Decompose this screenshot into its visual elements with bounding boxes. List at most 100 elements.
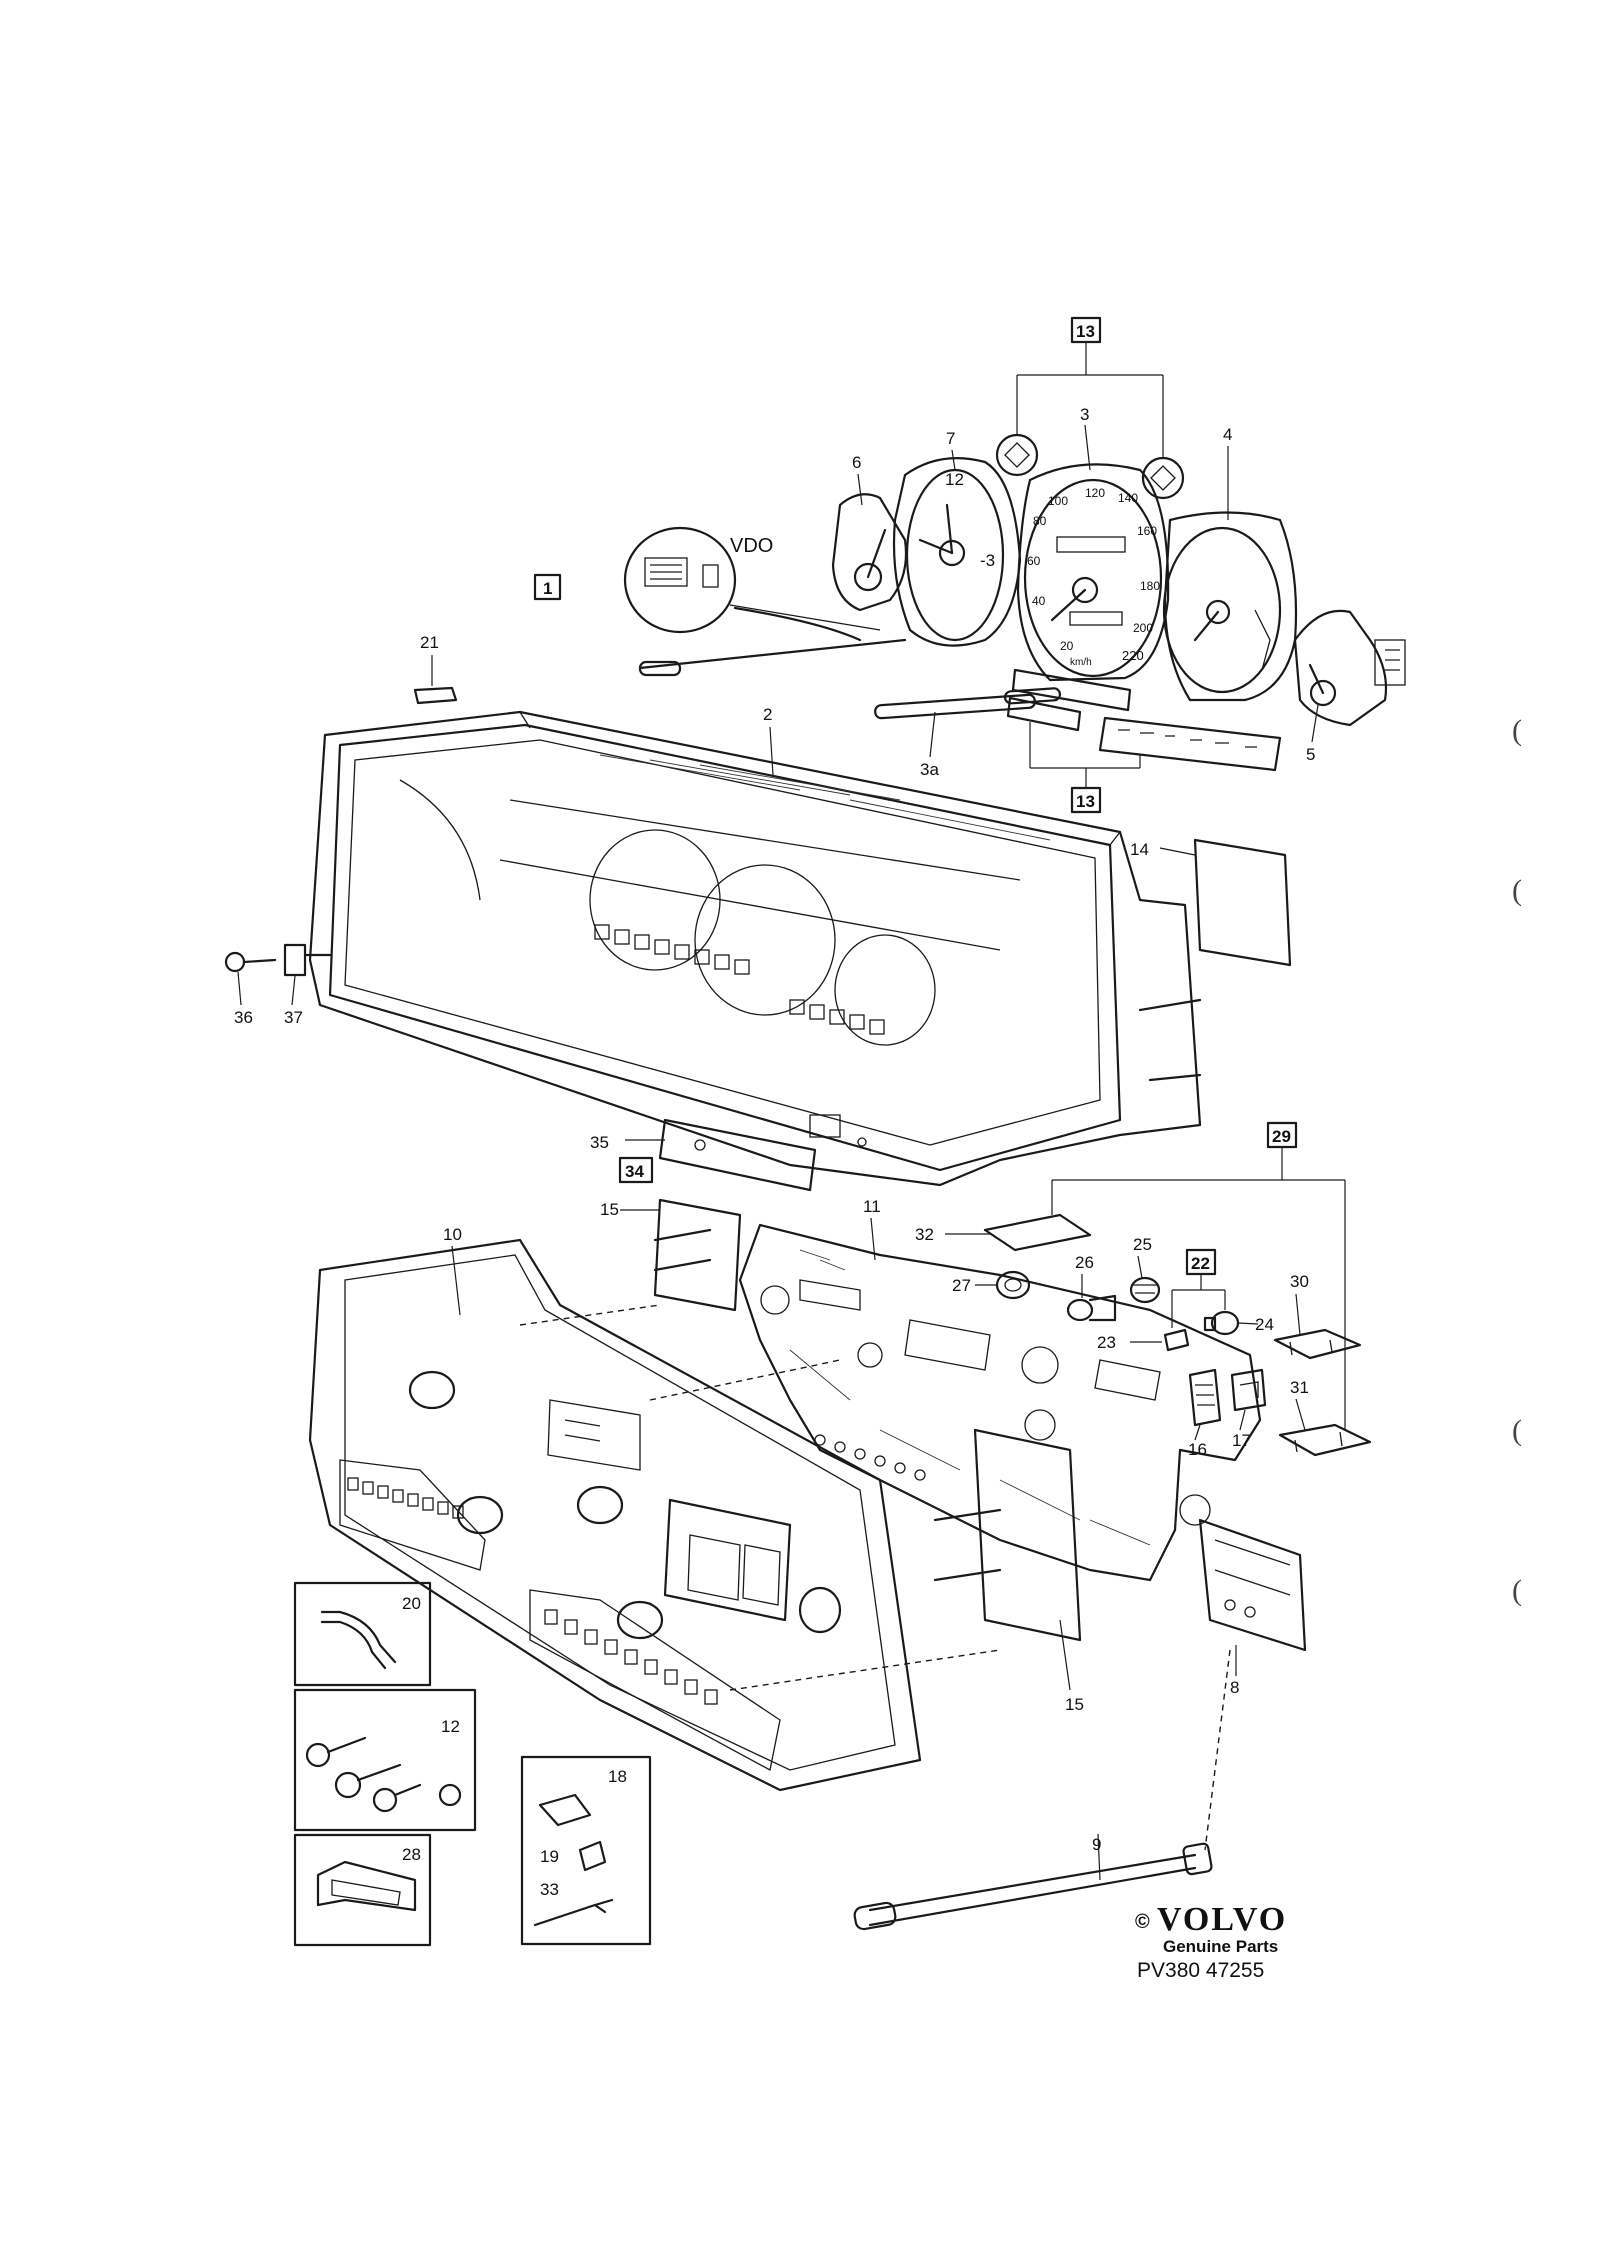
rear-connector-left: [339, 1459, 486, 1571]
label-14: 14: [1130, 840, 1149, 859]
label-3a: 3a: [920, 760, 939, 779]
label-6: 6: [852, 453, 861, 472]
gauge-4-tachometer: [1162, 511, 1298, 702]
vdo-inset: VDO: [623, 526, 881, 634]
label-36: 36: [234, 1008, 253, 1027]
label-12: 12: [441, 1717, 460, 1736]
speedo-80: 80: [1033, 514, 1047, 528]
margin-marks: ( ( ( (: [1512, 714, 1522, 1607]
label-19: 19: [540, 1847, 559, 1866]
speedo-100: 100: [1048, 494, 1068, 508]
rear-housing-10: [308, 1238, 1001, 1792]
label-18: 18: [608, 1767, 627, 1786]
speedo-unit: km/h: [1070, 657, 1092, 668]
genuine-parts-text: Genuine Parts: [1163, 1937, 1278, 1956]
label-9: 9: [1092, 1835, 1101, 1854]
vdo-label: VDO: [730, 535, 773, 557]
warning-light-strip: [1098, 716, 1282, 772]
volvo-brand-block: © VOLVO Genuine Parts PV380 47255: [1135, 1901, 1287, 1982]
ref-13-mid-group: 13: [1029, 722, 1141, 814]
label-4: 4: [1223, 425, 1232, 444]
gauge-6: [831, 493, 908, 612]
trip-counter-window: [1069, 611, 1123, 626]
label-27: 27: [952, 1276, 971, 1295]
box-parts-18-19-33: [520, 1755, 652, 1946]
margin-mark-4: (: [1512, 1574, 1522, 1607]
label-23: 23: [1097, 1333, 1116, 1352]
label-8: 8: [1230, 1678, 1239, 1697]
rear-connector-right: [529, 1589, 781, 1771]
speedo-120: 120: [1085, 486, 1105, 500]
part-32-clip: [983, 1213, 1092, 1252]
label-35: 35: [590, 1133, 609, 1152]
screw-36-clip-37: [224, 943, 332, 977]
volvo-logo-text: VOLVO: [1157, 1901, 1287, 1938]
gauge-7-clock: 12 -3: [892, 457, 1022, 647]
box-part-12-screws: [293, 1688, 477, 1832]
clock-numeral-12: 12: [945, 470, 964, 489]
box-part-20: [293, 1581, 432, 1687]
label-11: 11: [863, 1197, 881, 1216]
speedo-140: 140: [1118, 491, 1138, 505]
speedo-220: 220: [1122, 648, 1144, 663]
ref-13-mid: 13: [1076, 792, 1095, 811]
gauge-5: [1293, 609, 1406, 727]
gauge-assembly: 12 -3 100 120 140 160 180 200 220 80 60 …: [623, 433, 1406, 772]
label-16: 16: [1188, 1440, 1207, 1459]
ref-box-13-mid: [1070, 786, 1102, 814]
part-9-cable: [853, 1842, 1213, 1931]
box-part-28: [293, 1833, 432, 1947]
part-35-strip: [625, 1118, 817, 1192]
housing-2: [308, 710, 1202, 1187]
part-15-bottom: [973, 1428, 1082, 1642]
speedo-200: 200: [1133, 621, 1153, 635]
speedo-60: 60: [1027, 554, 1041, 568]
ref-13-top-group: 13: [1016, 316, 1164, 458]
part-17: [1230, 1368, 1267, 1412]
label-5: 5: [1306, 745, 1315, 764]
label-31: 31: [1290, 1378, 1309, 1397]
gauge-3-speedometer: 100 120 140 160 180 200 220 80 60 40 20 …: [1016, 463, 1170, 682]
label-17: 17: [1232, 1431, 1251, 1450]
margin-mark-3: (: [1512, 1414, 1522, 1447]
ref-box-1: [533, 573, 562, 601]
speedo-20: 20: [1060, 639, 1074, 653]
part-27-holder: [975, 1270, 1031, 1300]
part-31-clip: [1278, 1423, 1372, 1457]
part-labels: 2 3 3a 4 5 6 7 8 9 10 11 12 14 15 15 16 …: [234, 405, 1315, 1899]
part-24-holder: [1203, 1310, 1240, 1336]
label-7: 7: [946, 429, 955, 448]
label-3: 3: [1080, 405, 1089, 424]
label-2: 2: [763, 705, 772, 724]
label-24: 24: [1255, 1315, 1274, 1334]
housing-indicator-row: [594, 924, 885, 1035]
part-14-panel: [1193, 838, 1292, 967]
ref-22-group: 22: [1171, 1248, 1226, 1328]
part-23-bulb: [1130, 1328, 1190, 1352]
label-15-top: 15: [600, 1200, 619, 1219]
printed-circuit-11: [738, 1223, 1262, 1582]
label-leaders: [237, 424, 1319, 1881]
ref-box-34: [618, 1156, 654, 1184]
label-28: 28: [402, 1845, 421, 1864]
lamp-holder-strip: [1011, 668, 1132, 712]
part-30-clip: [1273, 1328, 1362, 1360]
ref-1: 1: [543, 579, 552, 598]
label-25: 25: [1133, 1235, 1152, 1254]
part-16: [1188, 1368, 1222, 1427]
odometer-window: [1056, 536, 1126, 553]
speedo-180: 180: [1140, 579, 1160, 593]
margin-mark-2: (: [1512, 874, 1522, 907]
ref-29: 29: [1272, 1127, 1291, 1146]
part-26-bulb: [1066, 1294, 1117, 1322]
part-8-board: [1198, 1518, 1307, 1652]
label-37: 37: [284, 1008, 303, 1027]
label-32: 32: [915, 1225, 934, 1244]
part-number-text: PV380 47255: [1137, 1959, 1264, 1982]
clock-numeral-3: -3: [980, 551, 995, 570]
indicator-lens-right: [1141, 456, 1185, 500]
label-20: 20: [402, 1594, 421, 1613]
part-25-bulb-holder: [1129, 1276, 1161, 1304]
ref-29-group: 29: [1051, 1121, 1346, 1430]
